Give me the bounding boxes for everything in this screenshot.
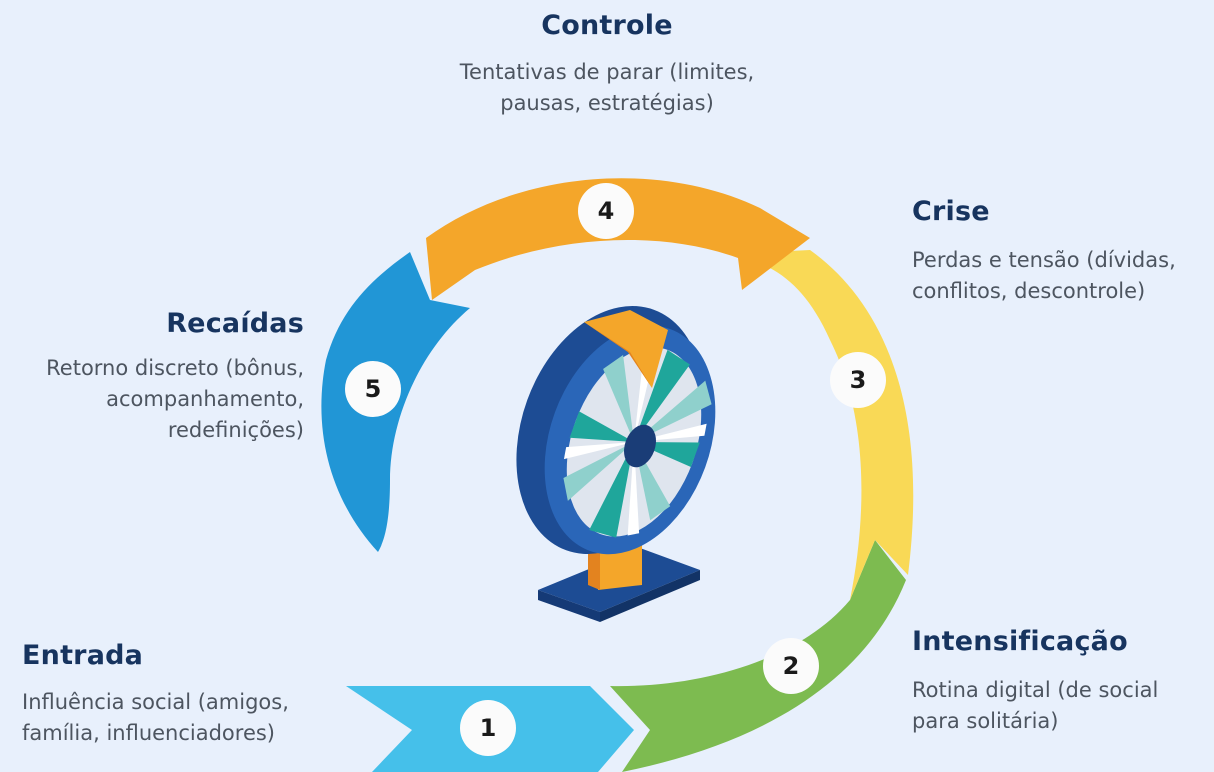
step-4-title: Controle (541, 10, 673, 41)
step-2-text: Intensificação Rotina digital (de social… (912, 626, 1212, 737)
segment-2-arrow (610, 540, 906, 772)
step-4-number: 4 (578, 183, 634, 239)
step-5-number: 5 (345, 361, 401, 417)
step-1-number: 1 (460, 700, 516, 756)
step-1-title: Entrada (22, 640, 144, 671)
step-4-desc-line-1: Tentativas de parar (limites, (459, 60, 755, 84)
step-3-text: Crise Perdas e tensão (dívidas, conflito… (912, 196, 1212, 307)
step-2-desc-line-1: Rotina digital (de social (912, 678, 1159, 702)
prize-wheel-icon (516, 306, 716, 622)
step-1-text: Entrada Influência social (amigos, famíl… (22, 640, 352, 749)
step-3-desc-line-2: conflitos, descontrole) (912, 279, 1146, 304)
segment-4-arrow (426, 178, 810, 300)
step-3-desc-line-1: Perdas e tensão (dívidas, (912, 248, 1176, 272)
step-5-desc-line-3: redefinições) (167, 418, 304, 443)
step-5-text: Recaídas Retorno discreto (bônus, acompa… (0, 308, 304, 446)
step-3-title: Crise (912, 196, 990, 227)
step-1-desc-line-1: Influência social (amigos, (22, 690, 289, 714)
step-2-number: 2 (763, 638, 819, 694)
step-3-number: 3 (830, 352, 886, 408)
step-4-text: Controle Tentativas de parar (limites, p… (397, 10, 817, 119)
step-2-title: Intensificação (912, 626, 1128, 657)
step-2-desc-line-2: para solitária) (912, 709, 1059, 734)
step-5-desc-line-1: Retorno discreto (bônus, (46, 356, 304, 380)
step-5-title: Recaídas (166, 308, 304, 339)
segment-3-arrow (770, 250, 914, 600)
step-4-desc-line-2: pausas, estratégias) (500, 91, 714, 116)
step-1-desc-line-2: família, influenciadores) (22, 721, 276, 746)
step-5-desc-line-2: acompanhamento, (106, 387, 304, 412)
